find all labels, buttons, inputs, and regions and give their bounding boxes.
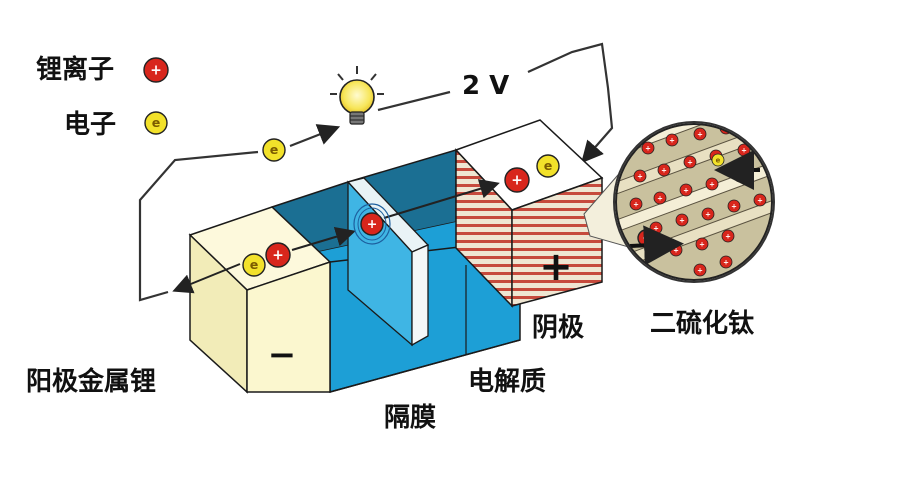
svg-text:+: +	[697, 266, 703, 274]
wire-electron: e	[262, 138, 286, 162]
svg-text:+: +	[661, 166, 667, 174]
svg-text:+: +	[637, 172, 643, 180]
electrolyte-label: 电解质	[468, 367, 546, 397]
cathode-ion: +	[504, 167, 530, 193]
tis2-ion: +	[629, 197, 643, 211]
svg-text:+: +	[687, 158, 693, 166]
svg-text:+: +	[741, 146, 747, 154]
legend-ion-icon: +	[143, 57, 169, 83]
circuit-wire	[138, 42, 614, 302]
tis2-ion: +	[693, 127, 707, 141]
svg-text:+: +	[731, 202, 737, 210]
tis2-ion: +	[665, 133, 679, 147]
tis2-ion: +	[679, 183, 693, 197]
svg-text:+: +	[723, 258, 729, 266]
tis2-ion: +	[641, 141, 655, 155]
tis2-ion: +	[727, 199, 741, 213]
anode-label: 阳极金属锂	[26, 366, 156, 397]
positive-sign: +	[539, 244, 573, 290]
svg-text:e: e	[270, 142, 279, 157]
svg-text:+: +	[673, 246, 679, 254]
svg-text:+: +	[511, 173, 523, 189]
tis2-ion: +	[693, 263, 707, 277]
svg-text:+: +	[697, 130, 703, 138]
legend-ion-label: 锂离子	[36, 54, 114, 85]
tis2-ion: +	[701, 207, 715, 221]
tis2-zoom-callout: ++++++++++++++++++++++++e+	[583, 121, 775, 283]
voltage-label: 2 V	[462, 71, 509, 101]
svg-text:+: +	[709, 180, 715, 188]
cathode-material-label: 二硫化钛	[650, 308, 755, 339]
svg-text:+: +	[657, 194, 663, 202]
cathode-electron: e	[536, 154, 560, 178]
legend-electron-label: 电子	[64, 110, 116, 140]
tis2-ion: +	[657, 163, 671, 177]
tis2-ion: +	[633, 169, 647, 183]
svg-text:+: +	[272, 248, 284, 264]
tis2-ion-arrow	[629, 225, 684, 266]
svg-text:+: +	[725, 232, 731, 240]
light-bulb-icon	[330, 66, 384, 125]
svg-text:+: +	[757, 196, 763, 204]
tis2-ion: +	[705, 177, 719, 191]
ion-in-separator	[353, 203, 391, 245]
anode-block: −	[188, 206, 332, 394]
cathode-label: 阴极	[532, 313, 585, 343]
tis2-electron: e	[711, 153, 725, 167]
svg-text:+: +	[683, 186, 689, 194]
svg-text:+: +	[737, 172, 743, 180]
svg-text:e: e	[716, 156, 721, 164]
battery-cell: − +	[188, 119, 604, 394]
ion-path	[172, 179, 500, 294]
svg-text:e: e	[152, 115, 161, 130]
tis2-ion: +	[683, 155, 697, 169]
svg-text:+: +	[633, 200, 639, 208]
anode-electron: e	[242, 253, 266, 277]
anode-ion: +	[265, 242, 291, 268]
svg-text:+: +	[705, 210, 711, 218]
tis2-ion: +	[753, 193, 767, 207]
svg-text:+: +	[645, 144, 651, 152]
tis2-ion: +	[719, 255, 733, 269]
svg-text:+: +	[699, 240, 705, 248]
tis2-ion: +	[675, 213, 689, 227]
svg-text:+: +	[679, 216, 685, 224]
svg-text:e: e	[250, 257, 259, 272]
svg-text:+: +	[150, 63, 162, 79]
separator-ion: +	[360, 212, 384, 236]
svg-text:+: +	[669, 136, 675, 144]
tis2-ion: +	[653, 191, 667, 205]
svg-text:+: +	[642, 233, 650, 244]
svg-text:+: +	[653, 224, 659, 232]
tis2-ion: +	[695, 237, 709, 251]
tis2-layer	[616, 124, 772, 163]
svg-text:+: +	[367, 216, 378, 231]
separator-label: 隔膜	[384, 403, 436, 433]
tis2-ion: +	[721, 229, 735, 243]
legend-electron-icon: e	[144, 111, 168, 135]
negative-sign: −	[268, 335, 297, 375]
svg-text:e: e	[544, 158, 553, 173]
